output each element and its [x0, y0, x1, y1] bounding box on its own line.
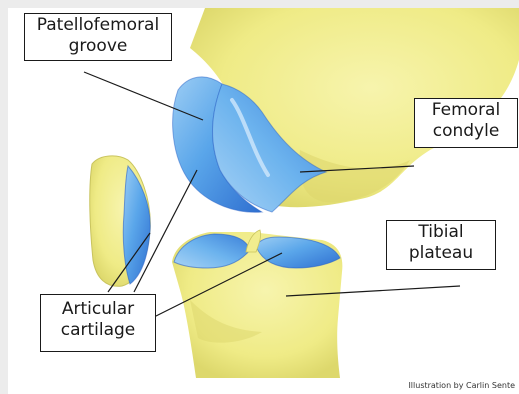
illustration-credit: Illustration by Carlin Sente: [408, 381, 515, 390]
label-femoral-condyle-line1: Femoral: [419, 100, 513, 121]
label-tibial-plateau-line2: plateau: [391, 243, 491, 264]
label-femoral-condyle-line2: condyle: [419, 121, 513, 142]
label-articular-cartilage-line2: cartilage: [45, 320, 151, 341]
label-patellofemoral-groove-line1: Patellofemoral: [29, 15, 167, 36]
patella-cartilage: [123, 166, 150, 284]
label-articular-cartilage-line1: Articular: [45, 299, 151, 320]
label-patellofemoral-groove-line2: groove: [29, 36, 167, 57]
label-tibial-plateau-line1: Tibial: [391, 222, 491, 243]
label-patellofemoral-groove: Patellofemoral groove: [24, 13, 172, 61]
label-tibial-plateau: Tibial plateau: [386, 220, 496, 270]
label-femoral-condyle: Femoral condyle: [414, 98, 518, 148]
label-articular-cartilage: Articular cartilage: [40, 294, 156, 352]
